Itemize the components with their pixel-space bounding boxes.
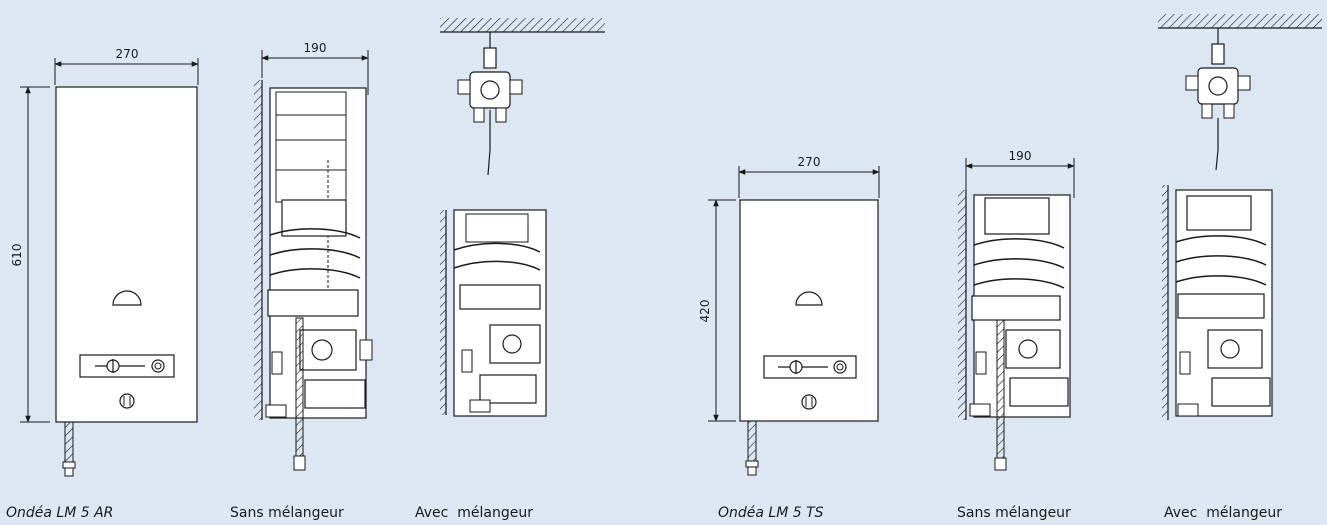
model-1-height-dimension: 610 bbox=[10, 244, 24, 267]
model-1-without-mixer-caption: Sans mélangeur bbox=[230, 505, 344, 521]
model-1-mixer-icon bbox=[457, 32, 523, 176]
model-1-with-mixer-caption: Avec mélangeur bbox=[415, 505, 533, 521]
model-2-mixer-view bbox=[1158, 14, 1322, 420]
model-1-name-caption: Ondéa LM 5 AR bbox=[6, 505, 113, 521]
model-1-bottom-knob bbox=[119, 393, 135, 409]
model-1-mixer-view bbox=[440, 18, 605, 417]
model-2-front-view: 270 420 bbox=[698, 155, 880, 476]
model-1-side-width-dimension: 190 bbox=[304, 41, 327, 55]
model-2-bottom-knob bbox=[801, 394, 817, 410]
model-2-control-panel bbox=[763, 355, 857, 379]
model-1-water-hose bbox=[62, 421, 76, 477]
model-2-width-dimension: 270 bbox=[798, 155, 821, 169]
model-2-without-mixer-caption: Sans mélangeur bbox=[957, 505, 1071, 521]
model-2-with-mixer-caption: Avec mélangeur bbox=[1164, 505, 1282, 521]
model-1-front-view: 270 610 bbox=[10, 47, 199, 477]
model-1-width-dimension: 270 bbox=[116, 47, 139, 61]
model-2-name-caption: Ondéa LM 5 TS bbox=[718, 505, 824, 521]
model-2-side-view: 190 bbox=[958, 149, 1075, 471]
model-2-flame-window-icon bbox=[795, 291, 823, 306]
model-2-water-hose bbox=[745, 420, 759, 476]
model-1-flame-window-icon bbox=[112, 290, 142, 306]
model-2-mixer-icon bbox=[1185, 28, 1251, 171]
model-2-side-width-dimension: 190 bbox=[1009, 149, 1032, 163]
model-2-height-dimension: 420 bbox=[698, 300, 712, 323]
model-1-control-panel bbox=[79, 354, 175, 378]
model-2-casing bbox=[739, 199, 879, 422]
model-1-side-view: 190 bbox=[254, 41, 373, 471]
